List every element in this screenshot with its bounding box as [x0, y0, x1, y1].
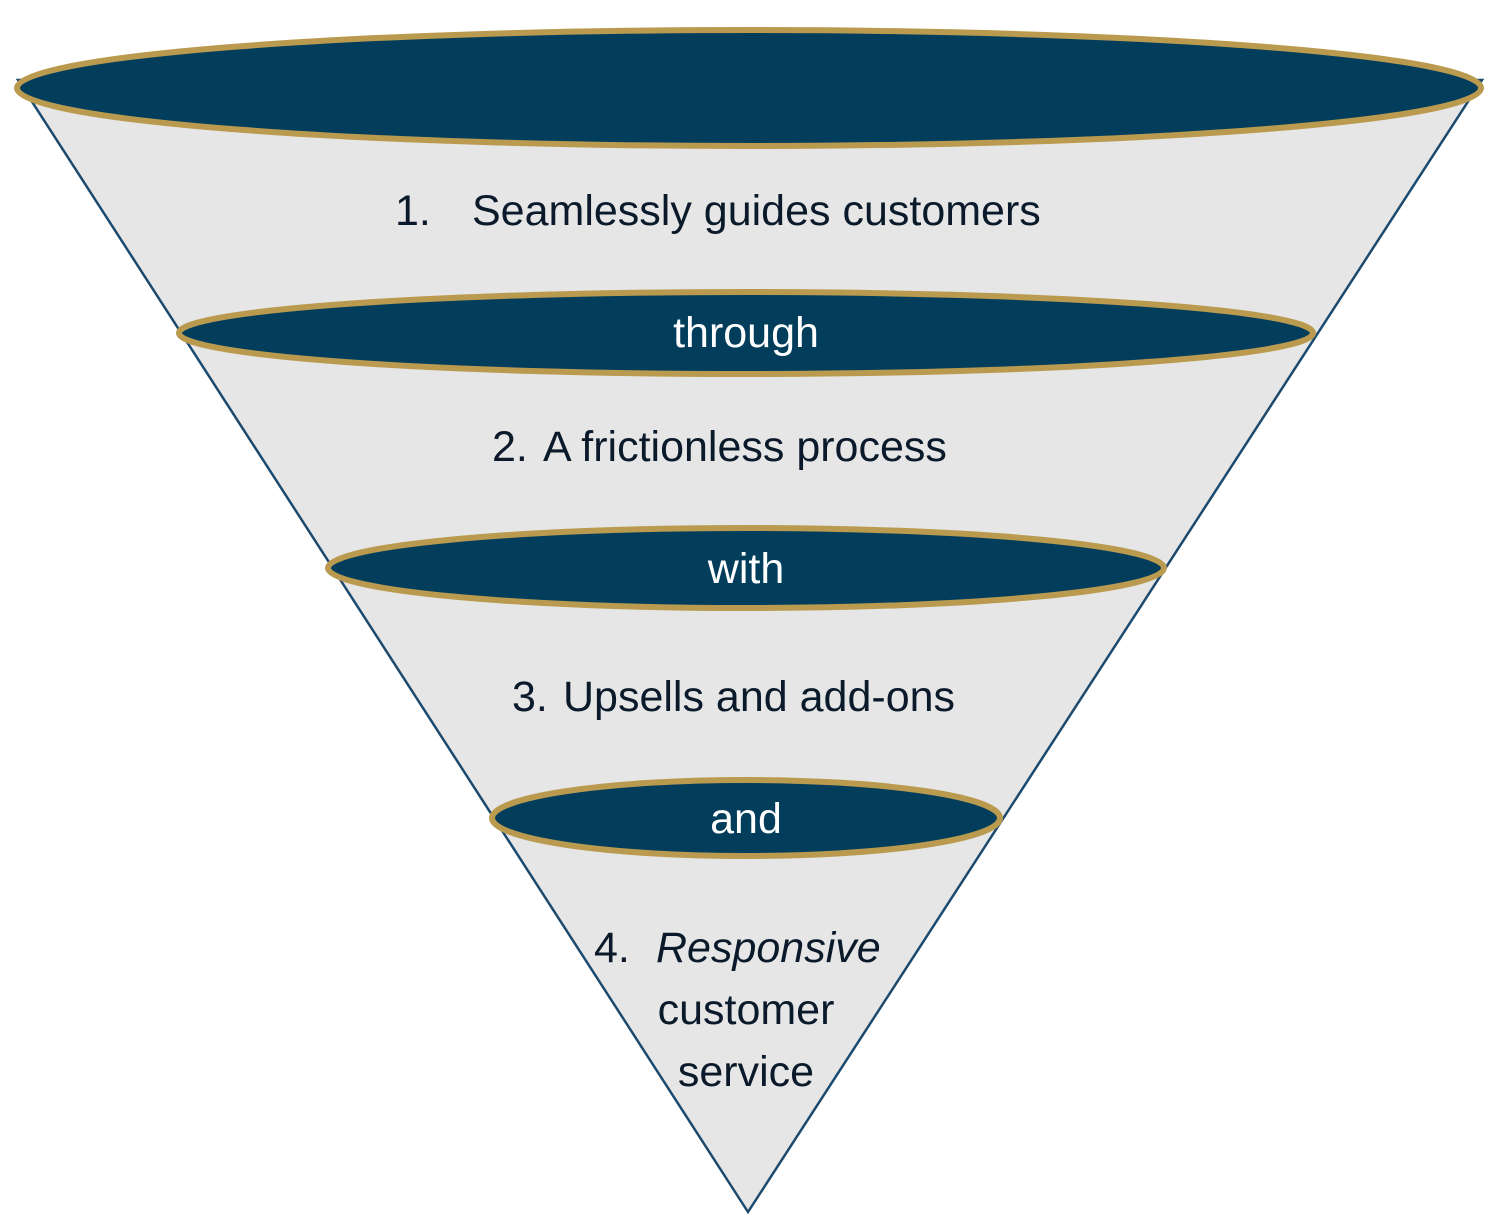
stage-4-text-line2: customer — [658, 986, 835, 1034]
funnel-body — [15, 78, 1485, 1215]
stage-3-text: Upsells and add-ons — [563, 673, 955, 721]
stage-4-number: 4. — [594, 924, 630, 972]
stage-4: 4. Responsive customer service — [594, 924, 881, 1096]
connector-ring-and — [489, 777, 1003, 859]
connector-label-with: with — [707, 545, 784, 593]
funnel-top-rim — [14, 27, 1484, 149]
stage-1-number: 1. — [395, 187, 431, 235]
connector-ring-with — [325, 525, 1167, 611]
connector-label-through: through — [673, 309, 819, 357]
stage-1-text: Seamlessly guides customers — [472, 187, 1041, 235]
stage-4-text-italic: Responsive — [656, 924, 881, 972]
connector-ring-through — [176, 289, 1316, 377]
stage-2-text: A frictionless process — [543, 423, 947, 471]
stage-2: 2. A frictionless process — [492, 423, 947, 471]
stage-3-number: 3. — [512, 673, 548, 721]
stage-3: 3. Upsells and add-ons — [512, 673, 955, 721]
stage-1: 1. Seamlessly guides customers — [395, 187, 1041, 235]
stage-4-text-line3: service — [678, 1048, 814, 1096]
stage-2-number: 2. — [492, 423, 528, 471]
connector-label-and: and — [710, 795, 782, 843]
